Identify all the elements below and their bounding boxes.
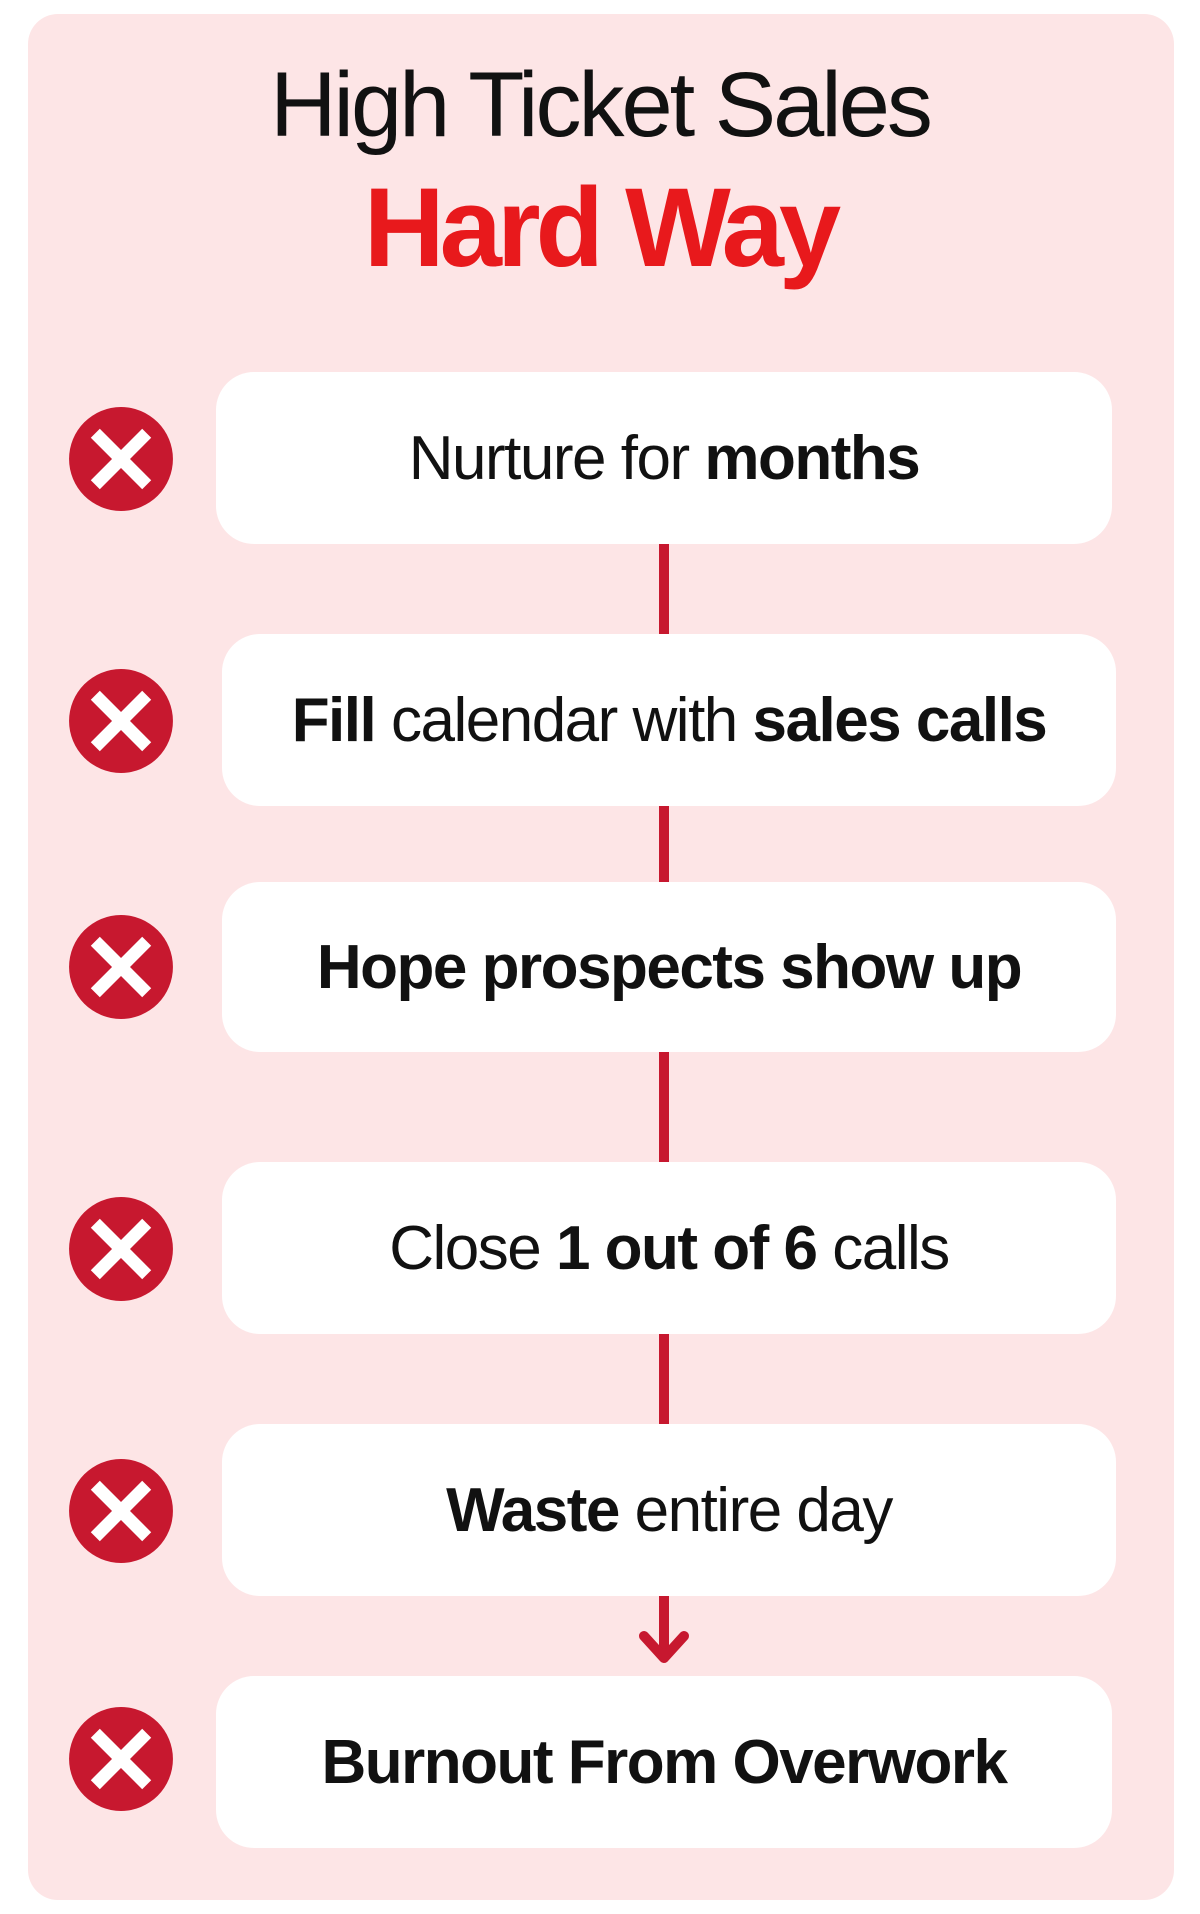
step-text-part: Nurture for	[408, 423, 705, 493]
step-box-3: Hope prospects show up	[222, 882, 1116, 1052]
step-text-part: Burnout From Overwork	[321, 1727, 1008, 1797]
x-circle-icon	[69, 1197, 173, 1301]
step-text-part: calendar with	[375, 685, 753, 755]
step-box-1: Nurture for months	[216, 372, 1112, 544]
connector-line	[659, 1052, 669, 1162]
title-main: High Ticket Sales	[270, 54, 933, 156]
step-text: Nurture for months	[408, 423, 921, 494]
step-text-part: months	[704, 423, 920, 493]
step-text-part: 1 out of 6	[555, 1213, 818, 1283]
step-text: Burnout From Overwork	[321, 1727, 1008, 1798]
step-text: Hope prospects show up	[316, 932, 1023, 1003]
step-text-part: Fill	[291, 685, 377, 755]
title-highlight: Hard Way	[363, 165, 841, 290]
connector-line	[659, 1334, 669, 1424]
step-text: Waste entire day	[446, 1475, 894, 1546]
step-text-part: calls	[816, 1213, 950, 1283]
step-text-part: Waste	[446, 1475, 620, 1545]
x-circle-icon	[69, 407, 173, 511]
connector-line	[659, 806, 669, 882]
x-circle-icon	[69, 1707, 173, 1811]
connector-line	[659, 1596, 669, 1656]
connector-line	[659, 544, 669, 634]
x-circle-icon	[69, 669, 173, 773]
step-box-5: Waste entire day	[222, 1424, 1116, 1596]
step-box-4: Close 1 out of 6 calls	[222, 1162, 1116, 1334]
step-text-part: sales calls	[752, 685, 1048, 755]
step-text-part: Hope prospects show up	[316, 932, 1023, 1002]
step-text: Close 1 out of 6 calls	[389, 1213, 950, 1284]
step-text-part: Close	[389, 1213, 556, 1283]
x-circle-icon	[69, 1459, 173, 1563]
step-box-6: Burnout From Overwork	[216, 1676, 1112, 1848]
step-text-part: entire day	[618, 1475, 894, 1545]
arrow-down-icon	[639, 1631, 689, 1663]
step-text: Fill calendar with sales calls	[291, 685, 1048, 756]
step-box-2: Fill calendar with sales calls	[222, 634, 1116, 806]
x-circle-icon	[69, 915, 173, 1019]
